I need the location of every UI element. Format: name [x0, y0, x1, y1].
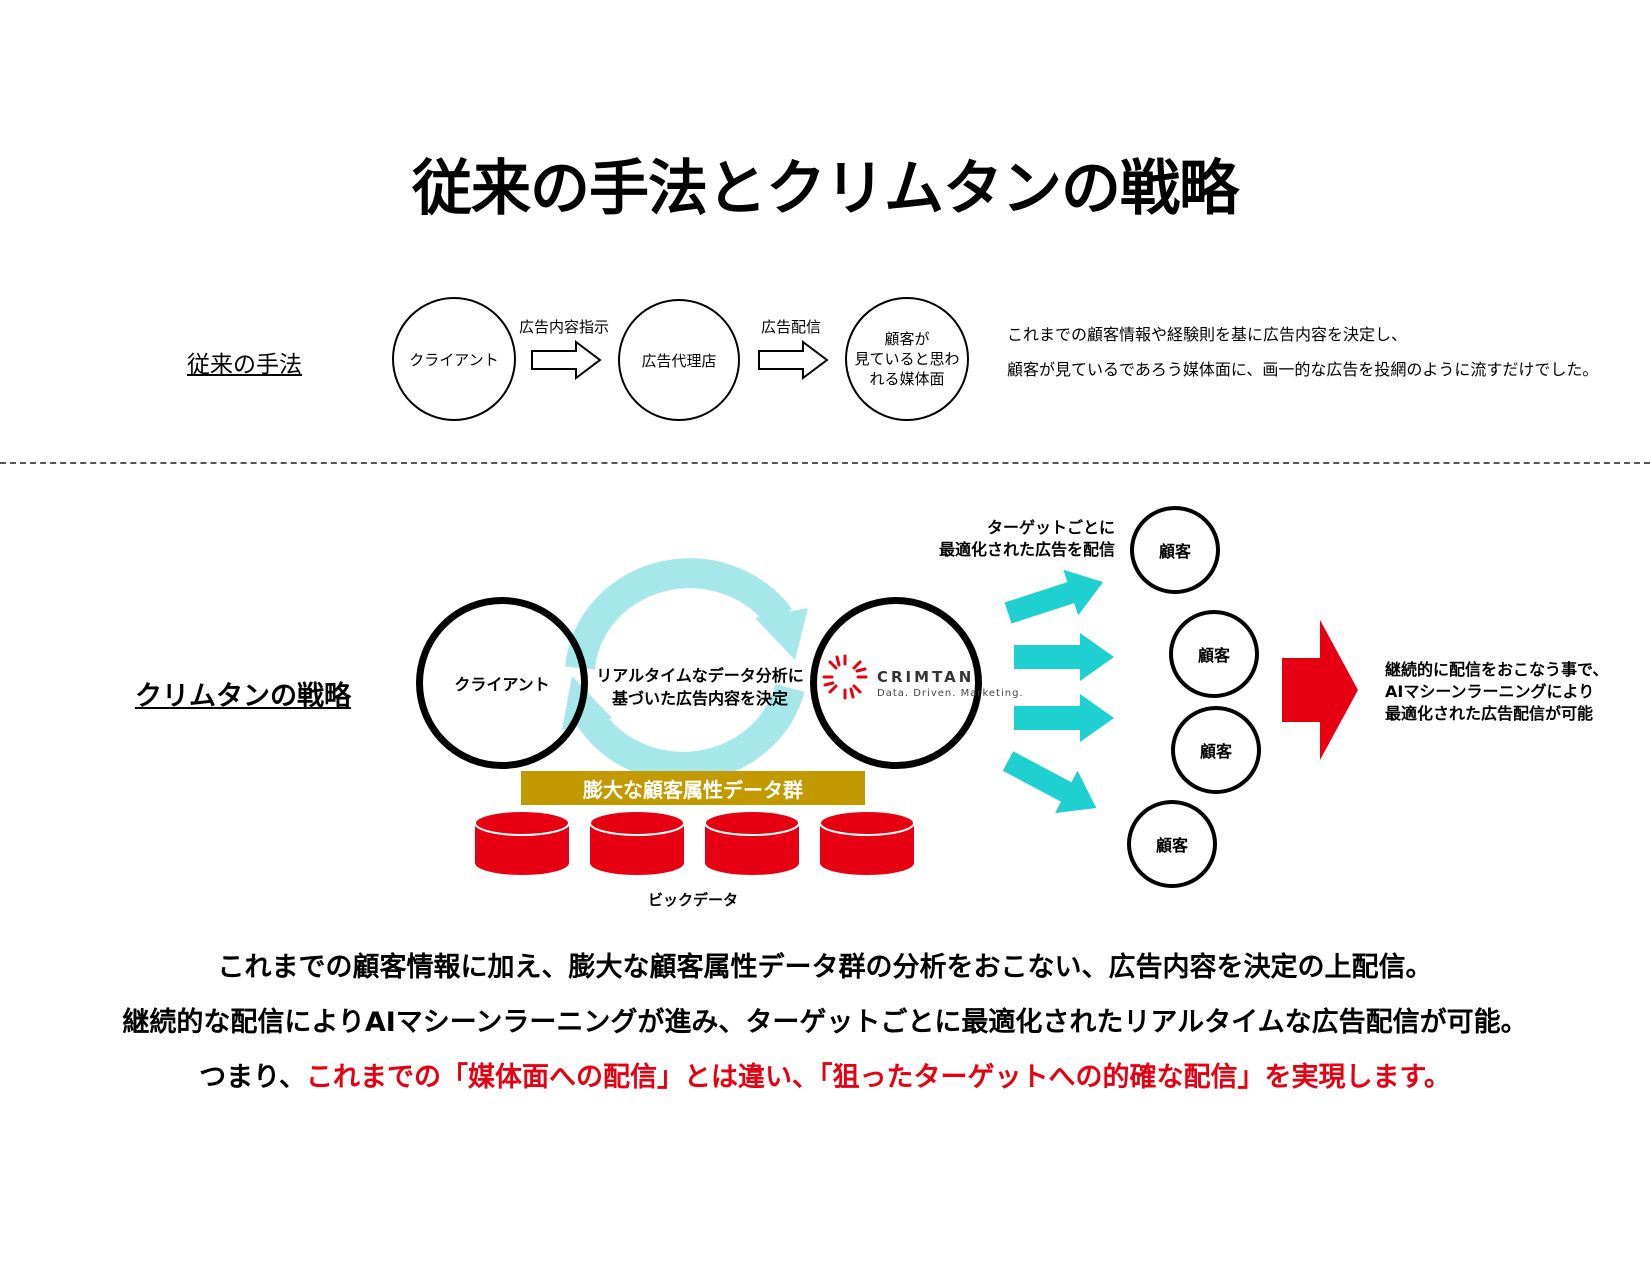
result-text-2: AIマシーンラーニングにより: [1385, 682, 1595, 701]
summary-line-3-highlight: これまでの「媒体面への配信」とは違い、「狙ったターゲットへの的確な配信」を実現し…: [306, 1062, 1451, 1093]
database-icon: [474, 810, 570, 875]
result-arrow-icon: [1282, 620, 1358, 760]
cycle-text-2: 基づいた広告内容を決定: [611, 689, 788, 708]
agency-node: 広告代理店: [618, 299, 740, 421]
media-node: 顧客が 見ていると思わ れる媒体面: [845, 297, 969, 421]
traditional-desc-1: これまでの顧客情報や経験則を基に広告内容を決定し、: [1007, 325, 1408, 344]
customer-label: 顧客: [1158, 542, 1191, 561]
traditional-label: 従来の手法: [187, 352, 302, 378]
customer-node: 顧客: [1171, 706, 1261, 794]
database-icon: [704, 810, 800, 875]
page-title: 従来の手法とクリムタンの戦略: [412, 154, 1239, 224]
database-icon: [819, 810, 915, 875]
crimtan-logo-name: CRIMTAN: [877, 668, 975, 686]
crimtan-logo-tagline: Data. Driven. Marketing.: [877, 688, 1024, 699]
customer-node: 顧客: [1127, 800, 1217, 888]
section-divider: [0, 462, 1650, 464]
crimtan-logo-mark-icon: [822, 654, 868, 700]
delivery-arrows-icon: [1002, 569, 1114, 814]
result-text-3: 最適化された広告配信が可能: [1385, 704, 1594, 723]
customer-label: 顧客: [1197, 646, 1230, 665]
customer-node: 顧客: [1130, 506, 1220, 594]
summary-line-1: これまでの顧客情報に加え、膨大な顧客属性データ群の分析をおこない、広告内容を決定…: [217, 952, 1433, 983]
data-bar: 膨大な顧客属性データ群: [521, 771, 865, 805]
cycle-text-1: リアルタイムなデータ分析に: [596, 666, 804, 685]
traditional-desc-2: 顧客が見ているであろう媒体面に、画一的な広告を投網のように流すだけでした。: [1007, 360, 1599, 379]
crimtan-client-node: クライアント: [416, 597, 588, 769]
arrow1-icon: [531, 340, 602, 380]
arrow2-icon: [758, 340, 829, 380]
data-bar-label: 膨大な顧客属性データ群: [583, 777, 803, 802]
crimtan-label: クリムタンの戦略: [135, 681, 351, 712]
crimtan-logo-node: [810, 597, 982, 769]
media-label: 顧客が 見ていると思わ れる媒体面: [854, 330, 960, 388]
traditional-client-label: クライアント: [409, 350, 499, 369]
result-text-1: 継続的に配信をおこなう事で、: [1385, 660, 1609, 679]
customer-node: 顧客: [1169, 610, 1259, 698]
crimtan-client-label: クライアント: [454, 675, 550, 694]
target-text-1: ターゲットごとに: [986, 518, 1115, 537]
big-data-label: ビックデータ: [648, 891, 739, 909]
summary-line-3-prefix: つまり、: [199, 1062, 307, 1093]
customer-label: 顧客: [1155, 836, 1188, 855]
target-text-2: 最適化された広告を配信: [938, 540, 1115, 559]
customer-label: 顧客: [1199, 742, 1232, 761]
summary-line-3: つまり、これまでの「媒体面への配信」とは違い、「狙ったターゲットへの的確な配信」…: [0, 1055, 1650, 1094]
agency-label: 広告代理店: [641, 351, 717, 370]
summary-line-2: 継続的な配信によりAIマシーンラーニングが進み、ターゲットごとに最適化されたリア…: [122, 1007, 1528, 1038]
database-group: [474, 810, 915, 875]
arrow2-label: 広告配信: [761, 318, 822, 336]
arrow1-label: 広告内容指示: [519, 318, 610, 336]
database-icon: [589, 810, 685, 875]
traditional-client-node: クライアント: [392, 297, 516, 421]
